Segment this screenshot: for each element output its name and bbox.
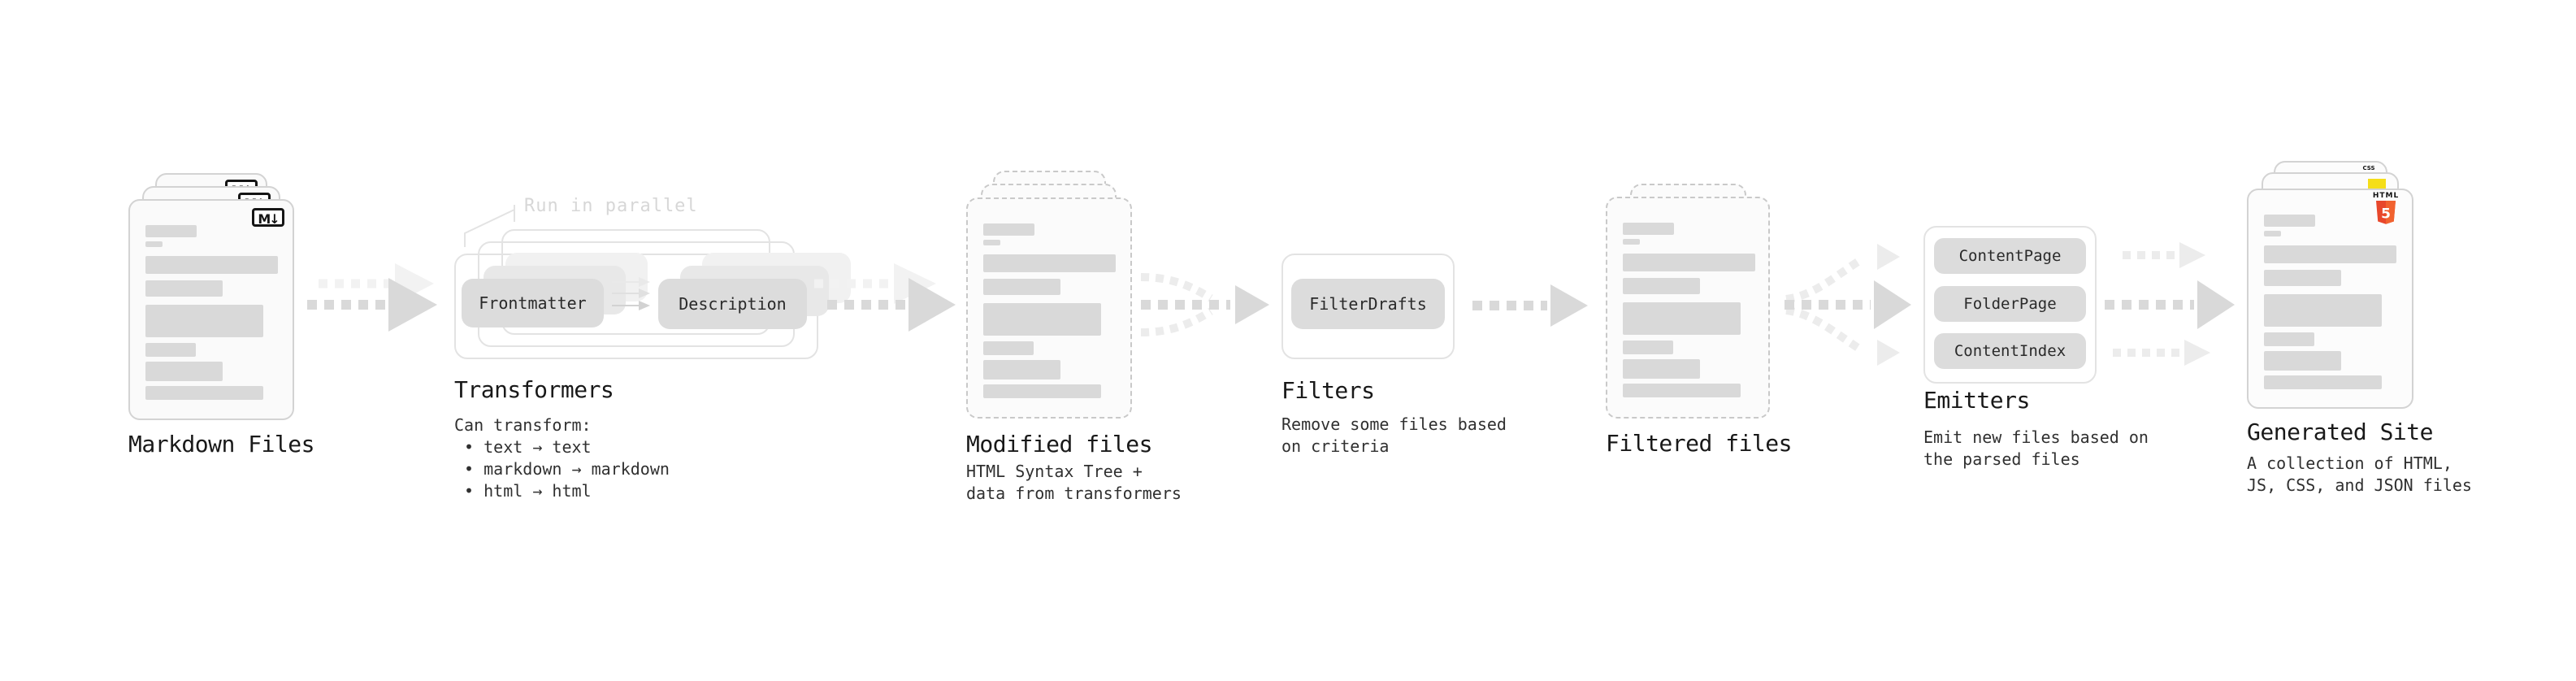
- filters-label: Filters: [1281, 377, 1375, 404]
- markdown-files-label: Markdown Files: [128, 431, 315, 458]
- frontmatter-pill: Frontmatter: [462, 279, 604, 327]
- markdown-doc-front: M↓: [128, 199, 294, 420]
- contentindex-pill-label: ContentIndex: [1954, 342, 2066, 360]
- modified-files-label: Modified files: [966, 431, 1153, 458]
- description-pill-label: Description: [679, 294, 787, 314]
- description-pill: Description: [658, 279, 807, 329]
- doc-skeleton-lines: [2264, 215, 2402, 407]
- contentpage-pill-label: ContentPage: [1958, 247, 2062, 265]
- arrows-emitters-to-generated: [2105, 242, 2235, 366]
- folderpage-pill: FolderPage: [1934, 286, 2086, 322]
- transformers-label: Transformers: [454, 376, 614, 403]
- html5-icon: HTML 5: [2370, 192, 2402, 225]
- arrow-modified-to-filters-fan-in: [1140, 273, 1269, 336]
- generated-site-label: Generated Site: [2247, 419, 2434, 445]
- markdown-icon: M↓: [252, 208, 284, 227]
- arrow-filtered-to-emitters-fan-out: [1785, 244, 1911, 366]
- frontmatter-pill-label: Frontmatter: [479, 293, 587, 313]
- arrow-filters-to-filtered: [1472, 284, 1588, 327]
- emitters-label: Emitters: [1923, 387, 2030, 414]
- doc-skeleton-lines: [983, 223, 1121, 417]
- modified-files-details: HTML Syntax Tree + data from transformer…: [966, 462, 1182, 503]
- doc-skeleton-lines: [145, 225, 283, 419]
- generated-site-details: A collection of HTML, JS, CSS, and JSON …: [2247, 453, 2472, 495]
- arrow-markdown-to-transformers: [307, 263, 437, 332]
- generated-doc-html: HTML 5: [2247, 189, 2413, 409]
- html5-number: 5: [2381, 206, 2391, 223]
- js-file-icon: [2368, 179, 2386, 189]
- folderpage-pill-label: FolderPage: [1963, 295, 2057, 313]
- transformers-details: Can transform: • text → text • markdown …: [454, 415, 670, 501]
- contentpage-pill: ContentPage: [1934, 238, 2086, 274]
- emitters-details: Emit new files based on the parsed files: [1923, 427, 2149, 469]
- filtered-files-label: Filtered files: [1606, 430, 1793, 457]
- html5-word: HTML: [2372, 192, 2400, 200]
- contentindex-pill: ContentIndex: [1934, 333, 2086, 369]
- run-in-parallel-note: Run in parallel: [524, 196, 698, 216]
- css-badge-label: CSS: [2362, 165, 2375, 171]
- doc-skeleton-lines: [1623, 223, 1759, 417]
- filterdrafts-pill-label: FilterDrafts: [1309, 294, 1427, 314]
- filters-details: Remove some files based on criteria: [1281, 414, 1507, 456]
- modified-doc-front: [966, 197, 1132, 419]
- filtered-doc-front: [1606, 197, 1770, 419]
- filterdrafts-pill: FilterDrafts: [1291, 279, 1445, 329]
